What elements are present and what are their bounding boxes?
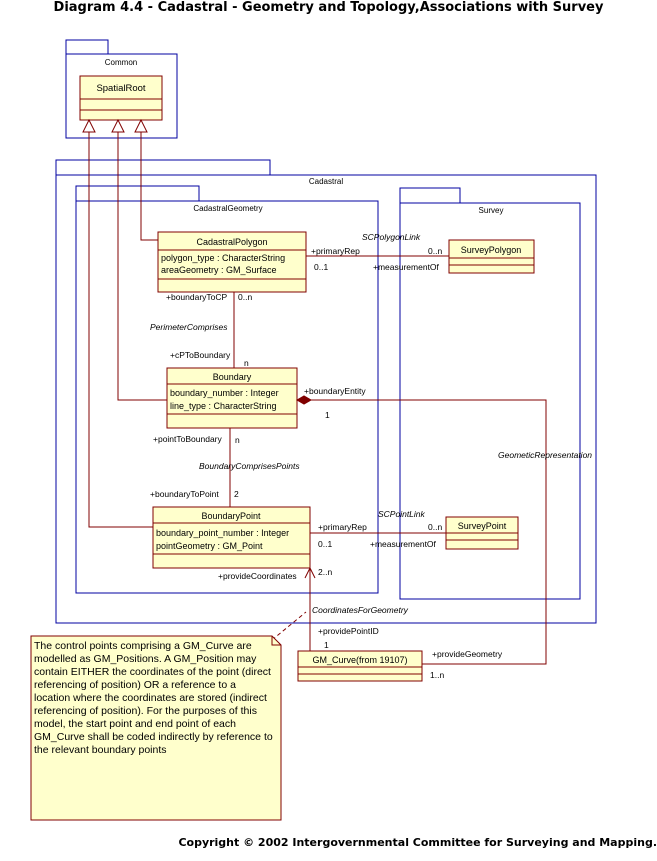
class-attribute: areaGeometry : GM_Surface	[161, 265, 277, 275]
class-survey-polygon[interactable]: SurveyPolygon	[448, 239, 535, 274]
class-spatial-root[interactable]: SpatialRoot	[79, 75, 163, 121]
package-cadastral-label: Cadastral	[309, 177, 343, 186]
class-cadastral-polygon[interactable]: CadastralPolygon polygon_type : Characte…	[157, 231, 307, 293]
package-cadastral-geometry: CadastralGeometry	[75, 185, 379, 594]
package-cadastral-geometry-label: CadastralGeometry	[193, 204, 262, 213]
multiplicity: 1	[325, 410, 330, 420]
package-common: Common	[65, 39, 178, 139]
multiplicity: 0..n	[428, 246, 442, 256]
copyright-footer: Copyright © 2002 Intergovernmental Commi…	[178, 836, 657, 849]
multiplicity: 1..n	[430, 670, 444, 680]
class-attribute: polygon_type : CharacterString	[161, 253, 285, 263]
class-attribute: boundary_number : Integer	[170, 388, 279, 398]
role-label: +provideCoordinates	[218, 571, 297, 581]
role-label: +primaryRep	[311, 246, 360, 256]
multiplicity: n	[235, 435, 240, 445]
note-box	[30, 635, 282, 821]
class-name: GM_Curve(from 19107)	[312, 655, 407, 665]
package-common-label: Common	[105, 58, 137, 67]
role-label: +measurementOf	[373, 262, 440, 272]
role-label: +measurementOf	[370, 539, 437, 549]
class-name: BoundaryPoint	[201, 511, 261, 521]
page-title: Diagram 4.4 - Cadastral - Geometry and T…	[53, 0, 604, 15]
class-name: SurveyPoint	[458, 521, 507, 531]
generalization-arrowheads	[82, 118, 148, 133]
class-boundary-point[interactable]: BoundaryPoint boundary_point_number : In…	[152, 506, 311, 569]
package-survey-label: Survey	[479, 206, 504, 215]
assoc-name: CoordinatesForGeometry	[312, 605, 409, 615]
class-name: CadastralPolygon	[196, 237, 267, 247]
class-name: SpatialRoot	[96, 83, 145, 94]
assoc-name: BoundaryComprisesPoints	[199, 461, 300, 471]
class-attribute: pointGeometry : GM_Point	[156, 541, 263, 551]
class-name: Boundary	[213, 372, 252, 382]
assoc-name: SCPointLink	[378, 509, 426, 519]
association-labels: SCPolygonLink +primaryRep 0..n 0..1 +mea…	[150, 232, 592, 680]
role-label: +boundaryToCP	[166, 292, 228, 302]
package-survey: Survey	[399, 187, 581, 600]
role-label: +cPToBoundary	[170, 350, 231, 360]
multiplicity: n	[244, 358, 249, 368]
multiplicity: 0..1	[318, 539, 332, 549]
role-label: +primaryRep	[318, 522, 367, 532]
class-attribute: line_type : CharacterString	[170, 401, 277, 411]
class-boundary[interactable]: Boundary boundary_number : Integer line_…	[166, 367, 298, 429]
class-gm-curve[interactable]: GM_Curve(from 19107)	[297, 650, 423, 682]
multiplicity: 0..1	[314, 262, 328, 272]
role-label: +provideGeometry	[432, 649, 503, 659]
assoc-name: PerimeterComprises	[150, 322, 228, 332]
class-attribute: boundary_point_number : Integer	[156, 528, 289, 538]
note-text: The control points comprising a GM_Curve…	[34, 640, 273, 756]
multiplicity: 0..n	[238, 292, 252, 302]
multiplicity: 2	[234, 489, 239, 499]
multiplicity: 1	[324, 640, 329, 650]
role-label: +providePointID	[318, 626, 379, 636]
navigability-arrow	[304, 566, 316, 579]
role-label: +boundaryEntity	[304, 386, 366, 396]
role-label: +pointToBoundary	[153, 434, 223, 444]
aggregation-diamond	[295, 395, 313, 405]
generalization-lines	[88, 132, 167, 528]
association-lines	[229, 255, 547, 665]
class-name: SurveyPolygon	[461, 245, 522, 255]
assoc-name: GeometicRepresentation	[498, 450, 592, 460]
multiplicity: 0..n	[428, 522, 442, 532]
class-survey-point[interactable]: SurveyPoint	[445, 516, 519, 550]
assoc-name: SCPolygonLink	[362, 232, 421, 242]
role-label: +boundaryToPoint	[150, 489, 219, 499]
package-cadastral: Cadastral	[55, 159, 597, 624]
multiplicity: 2..n	[318, 567, 332, 577]
